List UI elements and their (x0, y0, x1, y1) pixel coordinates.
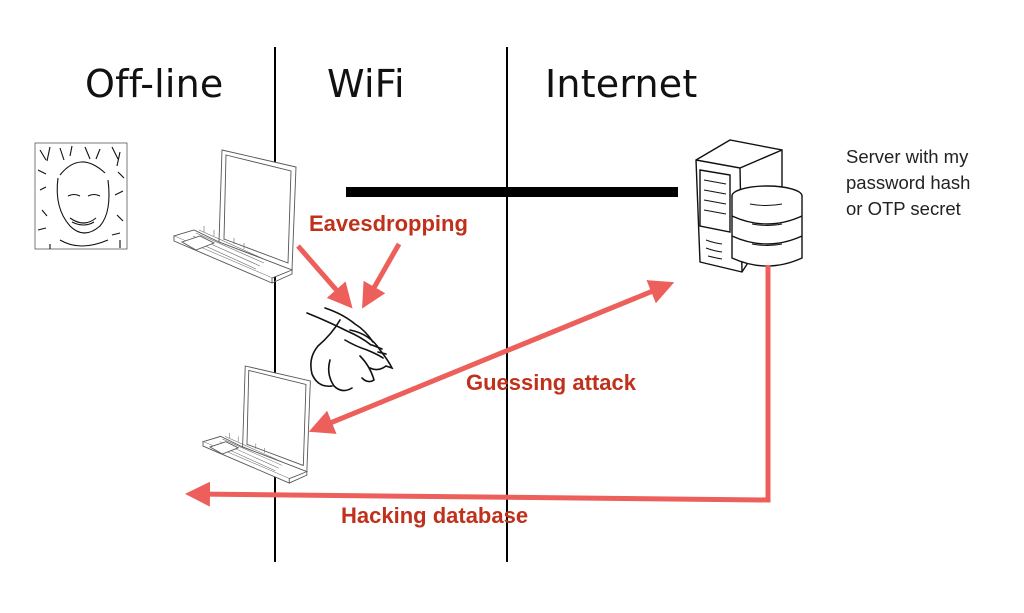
eavesdropping-arrow-left (296, 244, 353, 309)
dragon-head-icon (306, 307, 394, 392)
hacking-database-label: Hacking database (341, 503, 529, 528)
server-caption: Server with my password hash or OTP secr… (846, 144, 970, 222)
eavesdropping-arrow-right (362, 242, 402, 309)
laptop-icon (172, 149, 297, 284)
server-database-icon (695, 139, 803, 273)
guessing-attack-label: Guessing attack (466, 370, 636, 395)
user-portrait-icon (34, 142, 128, 250)
zone-title-offline: Off-line (85, 62, 224, 106)
zone-title-wifi: WiFi (327, 62, 405, 106)
zone-title-internet: Internet (545, 62, 698, 106)
server-caption-line: or OTP secret (846, 198, 961, 219)
server-caption-line: Server with my (846, 146, 969, 167)
eavesdropping-label: Eavesdropping (309, 211, 468, 236)
guessing-attack-arrow (308, 280, 675, 434)
hacking-database-arrow (185, 265, 771, 507)
network-connection-bar (346, 187, 678, 197)
laptop-icon (201, 365, 311, 484)
server-caption-line: password hash (846, 172, 971, 193)
